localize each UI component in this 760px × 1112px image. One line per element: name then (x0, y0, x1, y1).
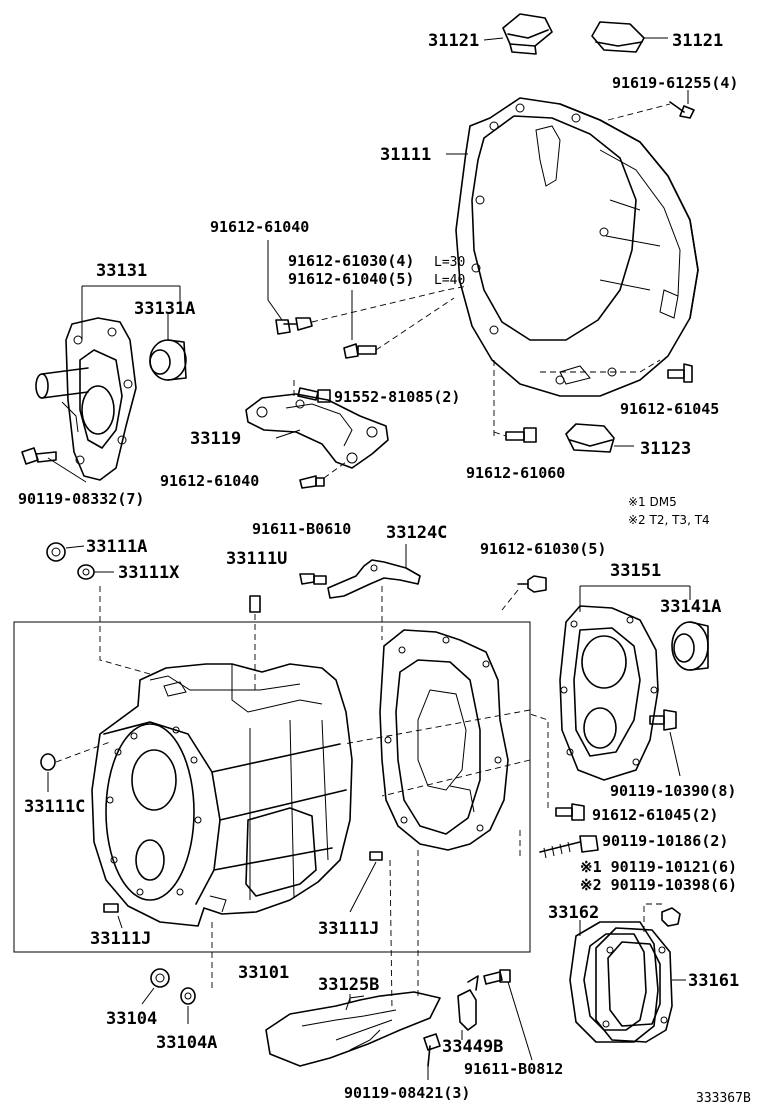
label-33131A: 33131A (134, 299, 195, 319)
bracket-33449B (457, 975, 479, 1031)
pin-33111U (249, 595, 261, 613)
label-length-40: L=40 (434, 273, 465, 288)
label-33111U: 33111U (226, 549, 287, 569)
pin-33111J-right (369, 851, 383, 861)
note-2: ※2 T2, T3, T4 (628, 513, 710, 527)
label-90119-10390: 90119-10390(8) (610, 782, 736, 800)
label-90119-10186: 90119-10186(2) (602, 832, 728, 850)
label-33111X: 33111X (118, 563, 180, 583)
bolt-91611-B0610 (299, 573, 327, 585)
label-33111C: 33111C (24, 797, 85, 817)
washer-33111X (77, 564, 95, 580)
label-33161: 33161 (688, 971, 739, 991)
lever-33124C (327, 559, 421, 599)
label-91619-61255: 91619-61255(4) (612, 74, 738, 92)
bolt-91611-B0812 (483, 969, 511, 985)
bolt-91612-61045 (667, 363, 693, 383)
label-90119-10398: ※2 90119-10398(6) (580, 876, 737, 894)
label-91612-61045-2: 91612-61045(2) (592, 806, 718, 824)
label-90119-10121: ※1 90119-10121(6) (580, 858, 737, 876)
reference-code: 333367B (696, 1091, 751, 1106)
label-91611-B0610: 91611-B0610 (252, 520, 351, 538)
assembly-box-33101 (13, 621, 531, 953)
boot-31123 (565, 423, 615, 453)
label-33449B: 33449B (442, 1037, 503, 1057)
adapter-housing-33151 (559, 605, 659, 781)
gasket-33162 (569, 921, 659, 1043)
label-91612-61030: 91612-61030(4) (288, 252, 414, 270)
bearing-retainer-33131 (35, 317, 137, 481)
nut-33111A (46, 542, 66, 562)
clutch-housing-31111 (455, 97, 699, 397)
pin-33111J-left (103, 903, 119, 913)
bolt-91612-61030-5 (517, 575, 547, 593)
label-91612-61040-5: 91612-61040(5) (288, 270, 414, 288)
label-33131: 33131 (96, 261, 147, 281)
label-91612-61040-bottom: 91612-61040 (160, 472, 259, 490)
label-31121-left: 31121 (428, 31, 479, 51)
bolt-91612-61040-top (267, 240, 313, 335)
bolt-90119-10186 (539, 835, 599, 859)
label-length-30: L=30 (434, 255, 465, 270)
label-31121-right: 31121 (672, 31, 723, 51)
label-33141A: 33141A (660, 597, 721, 617)
plug-33111C (40, 753, 56, 771)
label-33104A: 33104A (156, 1033, 217, 1053)
label-31111: 31111 (380, 145, 431, 165)
bolt-90119-08421 (423, 1033, 441, 1067)
plate-33125B (265, 991, 441, 1067)
oil-seal-33141A (671, 621, 709, 671)
grommet-31121-left (502, 13, 553, 55)
label-33101: 33101 (238, 963, 289, 983)
label-91612-61030-5: 91612-61030(5) (480, 540, 606, 558)
label-33111A: 33111A (86, 537, 147, 557)
washer-33104A (180, 987, 196, 1005)
label-33124C: 33124C (386, 523, 447, 543)
grommet-31121-right (591, 21, 645, 53)
nut-33104 (150, 968, 170, 988)
bolt-91612-61040-bottom (299, 475, 325, 489)
bolt-91612-61045-2 (555, 803, 585, 821)
label-91552-81085: 91552-81085(2) (334, 388, 460, 406)
label-31123: 31123 (640, 439, 691, 459)
label-90119-08421: 90119-08421(3) (344, 1084, 470, 1102)
bracket-33119 (245, 393, 389, 469)
label-33151: 33151 (610, 561, 661, 581)
label-33119: 33119 (190, 429, 241, 449)
label-33125B: 33125B (318, 975, 379, 995)
cover-33161 (595, 927, 673, 1043)
label-91612-61040-top: 91612-61040 (210, 218, 309, 236)
bolt-90119-10121 (661, 907, 681, 927)
bolt-91612-61030-61040 (343, 290, 377, 359)
bolt-90119-10390 (649, 709, 677, 731)
label-91612-61045: 91612-61045 (620, 400, 719, 418)
label-90119-08332: 90119-08332(7) (18, 490, 144, 508)
note-1: ※1 DM5 (628, 495, 677, 509)
bolt-91619-61255 (669, 90, 695, 119)
label-33104: 33104 (106, 1009, 157, 1029)
extension-housing (379, 629, 509, 851)
label-33111J-left: 33111J (90, 929, 151, 949)
bolt-91612-61060 (505, 427, 537, 443)
label-91612-61060: 91612-61060 (466, 464, 565, 482)
oil-seal-33131A (149, 339, 187, 381)
transmission-case-33101 (91, 663, 353, 927)
label-33111J-right: 33111J (318, 919, 379, 939)
label-91611-B0812: 91611-B0812 (464, 1060, 563, 1078)
label-33162: 33162 (548, 903, 599, 923)
bolt-91552-81085 (297, 387, 331, 403)
bolt-90119-08332 (21, 447, 57, 465)
